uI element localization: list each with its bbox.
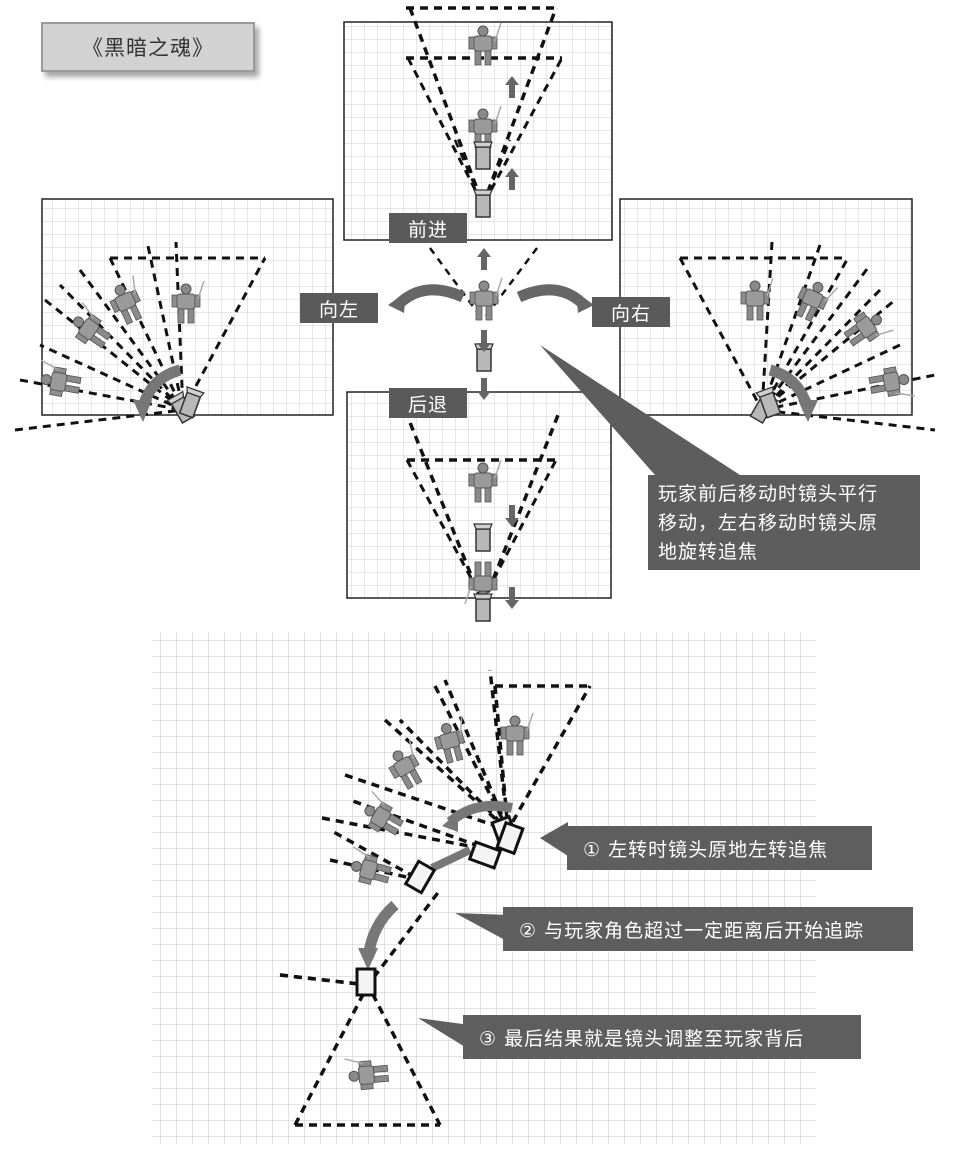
panel-back [346,391,612,622]
step-3: ③ 最后结果就是镜头调整至玩家背后 [463,1015,861,1059]
label-right: 向右 [592,297,670,327]
label-forward: 前进 [389,213,467,243]
note-line: 玩家前后移动时镜头平行 [658,483,879,505]
chase-diagram [152,632,816,1144]
curved-arrow [396,284,466,308]
step-2: ② 与玩家角色超过一定距离后开始追踪 [503,907,913,951]
center-controls [388,247,594,400]
panel-forward [343,6,613,241]
note-line: 地旋转追焦 [658,541,759,563]
panel-left [14,198,334,432]
label-back: 后退 [389,388,467,418]
page-title: 《黑暗之魂》 [41,22,255,72]
camera-icon [473,141,493,170]
curved-arrow [516,284,586,308]
step-1: ① 左转时镜头原地左转追焦 [567,826,872,870]
straight-arrow [477,248,491,270]
camera-icon [473,593,493,622]
note-pointer [540,345,740,475]
label-left: 向左 [300,293,378,323]
camera-icon [473,189,493,218]
note-box: 玩家前后移动时镜头平行 移动，左右移动时镜头原 地旋转追焦 [648,475,920,570]
note-line: 移动，左右移动时镜头原 [658,512,879,534]
camera-icon [473,523,493,552]
character-figure [469,277,503,321]
